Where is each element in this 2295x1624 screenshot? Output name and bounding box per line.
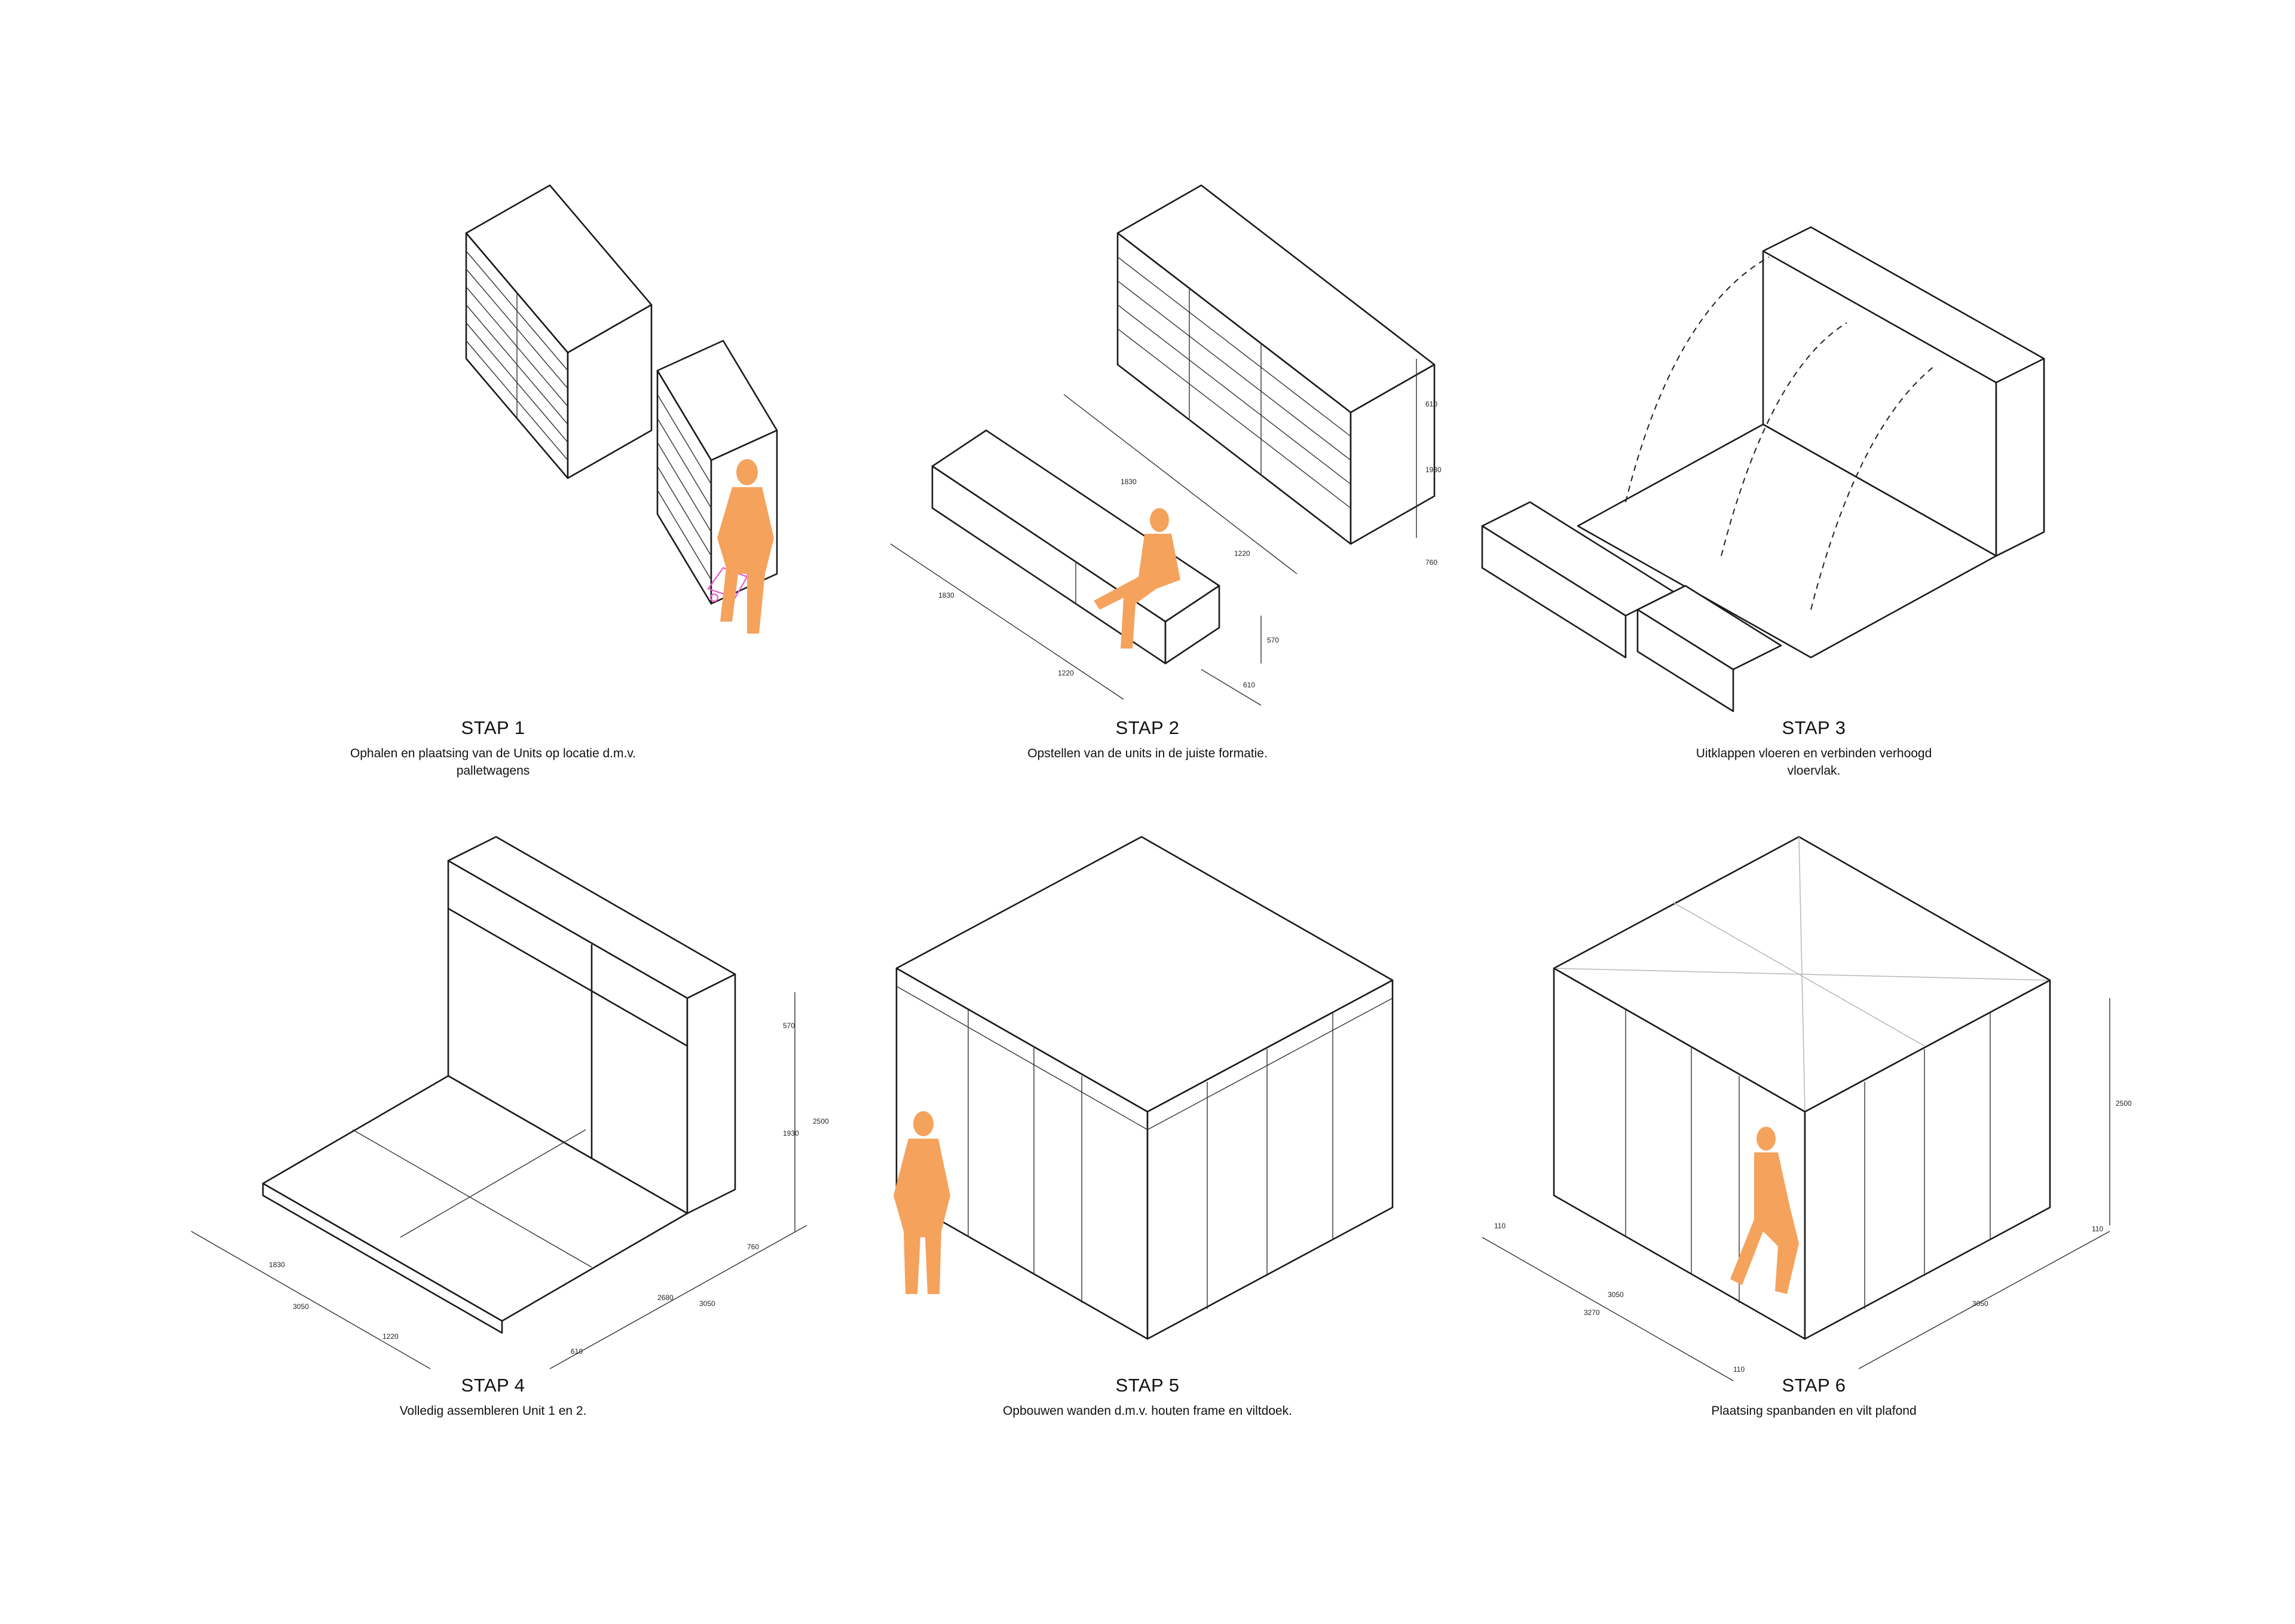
step6-title: STAP 6 bbox=[1782, 1375, 1846, 1396]
svg-text:760: 760 bbox=[1425, 558, 1437, 567]
svg-text:3050: 3050 bbox=[1608, 1290, 1624, 1299]
step6-dim-labels: 2500 110 110 3050 3270 110 3050 bbox=[1494, 1099, 2132, 1374]
cabinet-side bbox=[567, 304, 653, 479]
floor-edge bbox=[262, 1182, 503, 1334]
step6-drawing: 2500 110 110 3050 3270 110 3050 bbox=[1482, 836, 2132, 1381]
bench-a-front bbox=[1481, 525, 1627, 659]
svg-text:1220: 1220 bbox=[382, 1332, 399, 1341]
step5-desc: Opbouwen wanden d.m.v. houten frame en v… bbox=[1002, 1404, 1293, 1418]
svg-text:610: 610 bbox=[1425, 400, 1437, 408]
open-unit-drawers bbox=[657, 394, 712, 580]
svg-text:3270: 3270 bbox=[1584, 1308, 1600, 1317]
step1-caption: STAP 1 Ophalen en plaatsing van de Units… bbox=[134, 717, 852, 779]
step3-caption: STAP 3 Uitklappen vloeren en verbinden v… bbox=[1455, 717, 2172, 779]
side-panel bbox=[1995, 357, 2045, 557]
step6-desc: Plaatsing spanbanden en vilt plafond bbox=[1711, 1404, 1917, 1418]
svg-text:1830: 1830 bbox=[269, 1261, 285, 1269]
step2-caption: STAP 2 Opstellen van de units in de juis… bbox=[789, 717, 1506, 762]
svg-text:3050: 3050 bbox=[699, 1299, 715, 1308]
step2-title: STAP 2 bbox=[1115, 717, 1180, 738]
step5-caption: STAP 5 Opbouwen wanden d.m.v. houten fra… bbox=[789, 1375, 1506, 1420]
step1-drawing bbox=[465, 184, 778, 634]
bench-side bbox=[1164, 585, 1220, 665]
svg-text:2680: 2680 bbox=[657, 1293, 674, 1302]
cabinet-row-side bbox=[1350, 363, 1436, 545]
cabinet-drawers bbox=[466, 250, 568, 461]
side-wall bbox=[1146, 979, 1394, 1340]
svg-text:110: 110 bbox=[2092, 1225, 2103, 1233]
svg-text:3050: 3050 bbox=[293, 1302, 309, 1311]
wall-side bbox=[686, 973, 736, 1215]
svg-text:1830: 1830 bbox=[1121, 478, 1137, 486]
tension-straps bbox=[1553, 836, 2051, 1112]
step3-drawing bbox=[1481, 226, 2045, 712]
svg-text:2500: 2500 bbox=[2116, 1099, 2132, 1108]
step4-title: STAP 4 bbox=[461, 1375, 525, 1396]
svg-text:1220: 1220 bbox=[1058, 669, 1074, 677]
step6-caption: STAP 6 Plaatsing spanbanden en vilt plaf… bbox=[1455, 1375, 2172, 1420]
step3-title: STAP 3 bbox=[1782, 717, 1846, 738]
svg-text:1930: 1930 bbox=[1425, 466, 1442, 474]
svg-text:1930: 1930 bbox=[783, 1129, 799, 1137]
fold-arcs bbox=[1625, 256, 1937, 610]
step4-dimensions bbox=[191, 992, 807, 1369]
side-wall bbox=[1804, 979, 2051, 1340]
step2-drawing: 610 1930 760 1830 1220 1830 1220 570 610 bbox=[890, 184, 1442, 706]
wall-frames bbox=[896, 986, 1393, 1309]
wall-frames bbox=[1625, 1010, 1991, 1309]
person-icon bbox=[717, 459, 774, 634]
floor-panel bbox=[1577, 423, 1997, 659]
person-icon bbox=[1094, 508, 1180, 649]
cabinet-row-drawers bbox=[1117, 256, 1351, 509]
step4-dim-labels: 570 2500 1930 760 1830 3050 1220 2680 30… bbox=[269, 1022, 829, 1356]
step5-drawing bbox=[893, 836, 1394, 1340]
step4-caption: STAP 4 Volledig assembleren Unit 1 en 2. bbox=[134, 1375, 852, 1420]
svg-text:610: 610 bbox=[1243, 681, 1255, 689]
step3-desc: Uitklappen vloeren en verbinden verhoogd… bbox=[1696, 747, 1932, 778]
step1-desc: Ophalen en plaatsing van de Units op loc… bbox=[350, 747, 637, 778]
svg-text:1220: 1220 bbox=[1234, 549, 1250, 558]
step4-desc: Volledig assembleren Unit 1 en 2. bbox=[399, 1404, 587, 1418]
svg-text:2500: 2500 bbox=[813, 1117, 829, 1126]
step2-desc: Opstellen van de units in de juiste form… bbox=[1027, 747, 1268, 760]
svg-text:3050: 3050 bbox=[1972, 1299, 1988, 1308]
step1-title: STAP 1 bbox=[461, 717, 525, 738]
bench-b-front bbox=[1636, 608, 1734, 712]
svg-text:760: 760 bbox=[747, 1243, 759, 1251]
svg-text:110: 110 bbox=[1733, 1365, 1745, 1374]
step4-drawing: 570 2500 1930 760 1830 3050 1220 2680 30… bbox=[191, 836, 829, 1369]
svg-text:110: 110 bbox=[1494, 1222, 1505, 1230]
person-icon bbox=[1730, 1127, 1799, 1294]
svg-text:570: 570 bbox=[1267, 636, 1279, 644]
step5-title: STAP 5 bbox=[1115, 1375, 1180, 1396]
step2-dim-labels: 610 1930 760 1830 1220 1830 1220 570 610 bbox=[938, 400, 1442, 689]
step2-dimensions bbox=[890, 359, 1417, 706]
svg-text:610: 610 bbox=[571, 1347, 583, 1356]
step6-dimensions bbox=[1482, 998, 2110, 1381]
svg-text:570: 570 bbox=[783, 1022, 795, 1030]
person-icon bbox=[893, 1111, 950, 1294]
svg-text:1830: 1830 bbox=[938, 591, 954, 600]
